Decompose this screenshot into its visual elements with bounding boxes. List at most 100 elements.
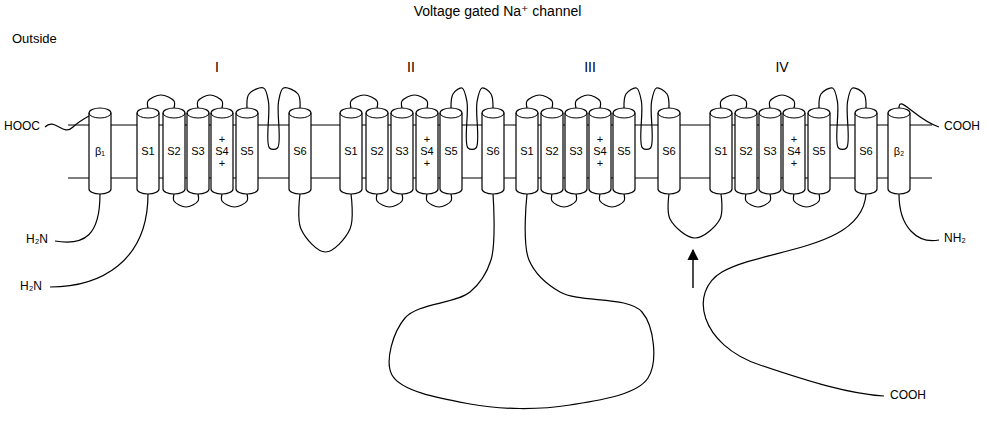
helix-label: S3 [191, 145, 204, 157]
cylinder-body [735, 108, 757, 194]
helix-cylinder: β₂ [888, 108, 910, 194]
helix-label: S1 [141, 145, 154, 157]
diagram-title: Voltage gated Na⁺ channel [0, 4, 995, 19]
cylinder-cap [340, 113, 362, 118]
helix-cylinder: S1 [340, 108, 362, 194]
helix-label: S3 [763, 145, 776, 157]
helix-cylinder: S2 [366, 108, 388, 194]
helix-cylinder: S6 [855, 108, 877, 194]
helix-label: β₂ [894, 145, 905, 157]
helix-cylinder: S1 [710, 108, 732, 194]
cylinder-cap [440, 113, 462, 118]
cylinder-body [89, 108, 111, 194]
cylinder-cap [710, 113, 732, 118]
cylinder-cap [855, 113, 877, 118]
cylinder-body [541, 108, 563, 194]
cylinder-body [391, 108, 413, 194]
helix-label: S6 [486, 145, 499, 157]
helix-cylinder: S2 [735, 108, 757, 194]
helix-label: S6 [293, 145, 306, 157]
peptide-loop [668, 194, 722, 238]
helix-label: S2 [739, 145, 752, 157]
domain-number: III [584, 60, 596, 75]
helix-cylinder: S6 [482, 108, 504, 194]
helix-cylinder: S2 [163, 108, 185, 194]
helix-cylinder: S5 [808, 108, 830, 194]
cylinder-cap [89, 113, 111, 118]
helix-label: S1 [344, 145, 357, 157]
terminus-label: H₂N [20, 280, 42, 293]
helix-cylinder: β₁ [89, 108, 111, 194]
helix-label: + [791, 133, 797, 145]
helix-cylinder: S1 [516, 108, 538, 194]
helix-label: S3 [395, 145, 408, 157]
cylinder-cap [808, 113, 830, 118]
cylinder-body [211, 108, 233, 194]
peptide-loop [599, 194, 624, 207]
helix-label: S4 [420, 145, 433, 157]
terminal-tail [899, 194, 939, 241]
cylinder-cap [482, 113, 504, 118]
helix-label: S6 [859, 145, 872, 157]
cylinder-body [482, 108, 504, 194]
cylinder-cap [137, 113, 159, 118]
helix-label: S4 [787, 145, 800, 157]
helix-label: S6 [662, 145, 675, 157]
cylinder-body [855, 108, 877, 194]
cylinder-body [783, 108, 805, 194]
helix-label: + [597, 133, 603, 145]
helix-label: S5 [812, 145, 825, 157]
peptide-loop [350, 95, 377, 108]
peptide-loop [745, 194, 770, 207]
cylinder-cap [541, 113, 563, 118]
helix-label: S1 [714, 145, 727, 157]
peptide-loop [376, 194, 402, 207]
cylinder-cap [187, 113, 209, 118]
cylinder-cap [565, 113, 587, 118]
terminus-label: H₂N [26, 233, 48, 246]
helix-label: + [791, 157, 797, 169]
helix-label: + [597, 157, 603, 169]
domain-number: II [407, 60, 415, 75]
peptide-loop [720, 95, 746, 108]
cylinder-body [340, 108, 362, 194]
helix-cylinder: S3 [187, 108, 209, 194]
helix-label: S2 [545, 145, 558, 157]
peptide-loop [793, 194, 819, 207]
helix-label: S5 [444, 145, 457, 157]
cylinder-cap [613, 113, 635, 118]
domain-number: IV [775, 60, 788, 75]
cylinder-body [137, 108, 159, 194]
peptide-loop [426, 194, 451, 207]
helix-label: S4 [593, 145, 606, 157]
cylinder-body [613, 108, 635, 194]
helix-label: + [219, 157, 225, 169]
cylinder-cap [391, 113, 413, 118]
terminal-tail [50, 194, 148, 287]
cylinder-body [516, 108, 538, 194]
cylinder-cap [888, 113, 910, 118]
peptide-loop [221, 194, 247, 207]
helix-label: S5 [617, 145, 630, 157]
helix-label: S3 [569, 145, 582, 157]
helix-cylinder: S3 [391, 108, 413, 194]
peptide-loop [769, 95, 794, 108]
helix-cylinder: S3 [565, 108, 587, 194]
c-terminal-loop [703, 194, 884, 396]
peptide-loop [575, 95, 600, 108]
helix-cylinder: S3 [759, 108, 781, 194]
gate-arrow [692, 250, 693, 288]
helix-label: + [424, 133, 430, 145]
helix-label: S4 [215, 145, 228, 157]
helix-label: + [219, 133, 225, 145]
cylinder-cap [163, 113, 185, 118]
helix-cylinder: +S4+ [416, 108, 438, 194]
cylinder-cap [289, 113, 311, 118]
cylinder-cap [516, 113, 538, 118]
peptide-loop [197, 95, 222, 108]
terminus-label: NH₂ [944, 232, 966, 245]
cylinder-cap [211, 113, 233, 118]
cylinder-body [289, 108, 311, 194]
